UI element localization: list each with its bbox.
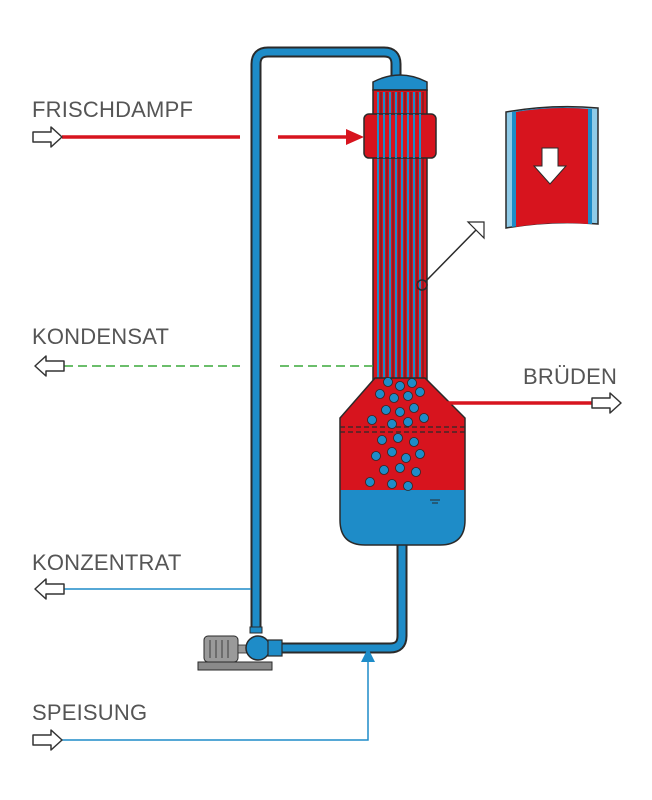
hollow-arrow-icon <box>32 126 63 148</box>
hollow-arrow-icon <box>591 392 622 414</box>
feed-line <box>62 648 375 741</box>
recirculation-pipe-top <box>250 46 402 630</box>
tube-bundle <box>363 74 437 381</box>
label-speisung: SPEISUNG <box>32 700 148 725</box>
hollow-arrow-icon <box>32 729 63 751</box>
pump-icon <box>197 626 283 671</box>
return-pipe <box>280 545 408 654</box>
label-kondensat: KONDENSAT <box>32 324 170 349</box>
tube-detail-icon <box>505 105 599 229</box>
tube-detail-callout <box>416 221 485 291</box>
label-frischdampf: FRISCHDAMPF <box>32 97 194 122</box>
live-steam-line <box>62 129 364 145</box>
label-brueden: BRÜDEN <box>523 364 618 389</box>
separator-vessel <box>339 377 466 546</box>
hollow-arrow-icon <box>34 578 65 600</box>
arrowhead-icon <box>361 648 375 662</box>
hollow-arrow-icon <box>34 355 65 377</box>
vapour-bubbles <box>365 377 429 491</box>
label-konzentrat: KONZENTRAT <box>32 550 182 575</box>
